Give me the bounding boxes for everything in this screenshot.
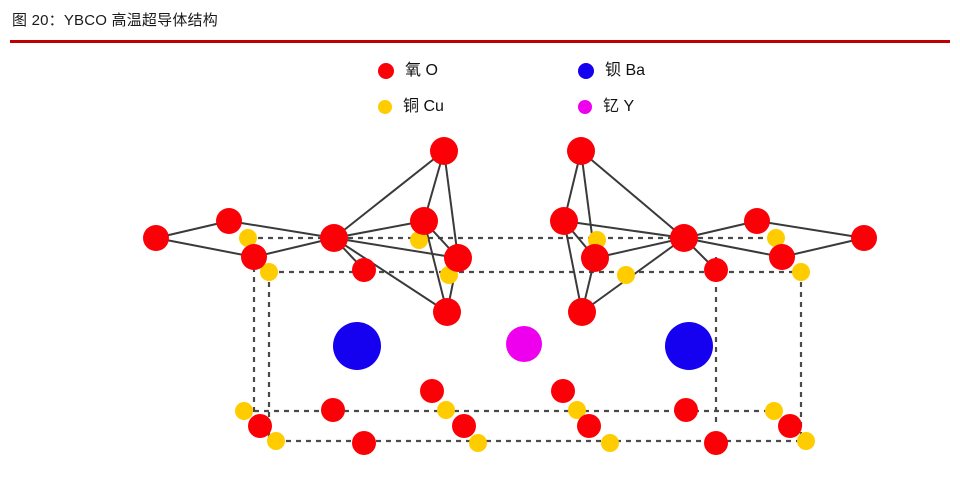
legend: 氧 O 钡 Ba 铜 Cu 钇 Y (370, 56, 710, 118)
bond-line (781, 237, 865, 258)
atom-oxygen (320, 224, 348, 252)
atom-oxygen (321, 398, 345, 422)
atom-oxygen (670, 224, 698, 252)
atom-oxygen (452, 414, 476, 438)
bond-line (756, 220, 865, 239)
bond-line (155, 237, 255, 258)
atom-yttrium (506, 326, 542, 362)
atom-oxygen (704, 258, 728, 282)
atom-copper (617, 266, 635, 284)
atom-oxygen (430, 137, 458, 165)
atom-copper (235, 402, 253, 420)
atom-oxygen (769, 244, 795, 270)
bond-line (333, 150, 445, 239)
bond-line (580, 150, 685, 239)
atom-copper (437, 401, 455, 419)
legend-swatch-icon (578, 63, 594, 79)
bond-line (683, 237, 783, 258)
legend-swatch-icon (378, 100, 392, 114)
atom-oxygen (433, 298, 461, 326)
caption-underline-rule (10, 40, 950, 43)
bond-line (563, 220, 685, 239)
figure-caption-text: 图 20：YBCO 高温超导体结构 (12, 12, 218, 29)
atom-oxygen (248, 414, 272, 438)
atom-copper (601, 434, 619, 452)
atom-oxygen (744, 208, 770, 234)
atom-spheres (143, 137, 877, 455)
atom-oxygen (444, 244, 472, 272)
bond-line (333, 237, 459, 259)
atom-barium (333, 322, 381, 370)
bond-line (563, 220, 583, 313)
ybco-structure-diagram (143, 137, 877, 455)
atom-copper (410, 231, 428, 249)
legend-swatch-icon (578, 100, 592, 114)
atom-copper (765, 402, 783, 420)
atom-oxygen (352, 258, 376, 282)
bond-line (594, 237, 685, 259)
atom-oxygen (216, 208, 242, 234)
bond-line (333, 237, 448, 313)
atom-copper (260, 263, 278, 281)
bond-line (443, 150, 459, 259)
atom-oxygen (551, 379, 575, 403)
atom-oxygen (581, 244, 609, 272)
atom-oxygen (567, 137, 595, 165)
atom-copper (792, 263, 810, 281)
atom-oxygen (143, 225, 169, 251)
atom-barium (665, 322, 713, 370)
legend-swatch-icon (378, 63, 394, 79)
legend-item-label: 铜 Cu (403, 98, 444, 115)
atom-copper (239, 229, 257, 247)
bond-line (333, 220, 425, 239)
legend-item: 钡 Ba (578, 60, 645, 82)
legend-item-label: 钇 Y (603, 98, 635, 115)
atom-oxygen (568, 298, 596, 326)
atom-copper (767, 229, 785, 247)
atom-oxygen (704, 431, 728, 455)
bond-line (228, 220, 335, 239)
atom-copper (797, 432, 815, 450)
legend-item: 铜 Cu (378, 96, 444, 118)
atom-copper (568, 401, 586, 419)
atom-oxygen (410, 207, 438, 235)
bond-line (423, 220, 448, 313)
legend-item: 氧 O (378, 60, 438, 82)
atom-oxygen (851, 225, 877, 251)
legend-item: 钇 Y (578, 96, 634, 118)
atom-oxygen (420, 379, 444, 403)
atom-oxygen (550, 207, 578, 235)
atom-oxygen (674, 398, 698, 422)
legend-item-label: 钡 Ba (605, 62, 646, 79)
atom-copper (267, 432, 285, 450)
atom-oxygen (352, 431, 376, 455)
figure-caption-bar: 图 20：YBCO 高温超导体结构 (0, 0, 960, 44)
legend-item-label: 氧 O (405, 62, 438, 79)
atom-oxygen (778, 414, 802, 438)
atom-oxygen (241, 244, 267, 270)
atom-copper (469, 434, 487, 452)
atom-oxygen (577, 414, 601, 438)
